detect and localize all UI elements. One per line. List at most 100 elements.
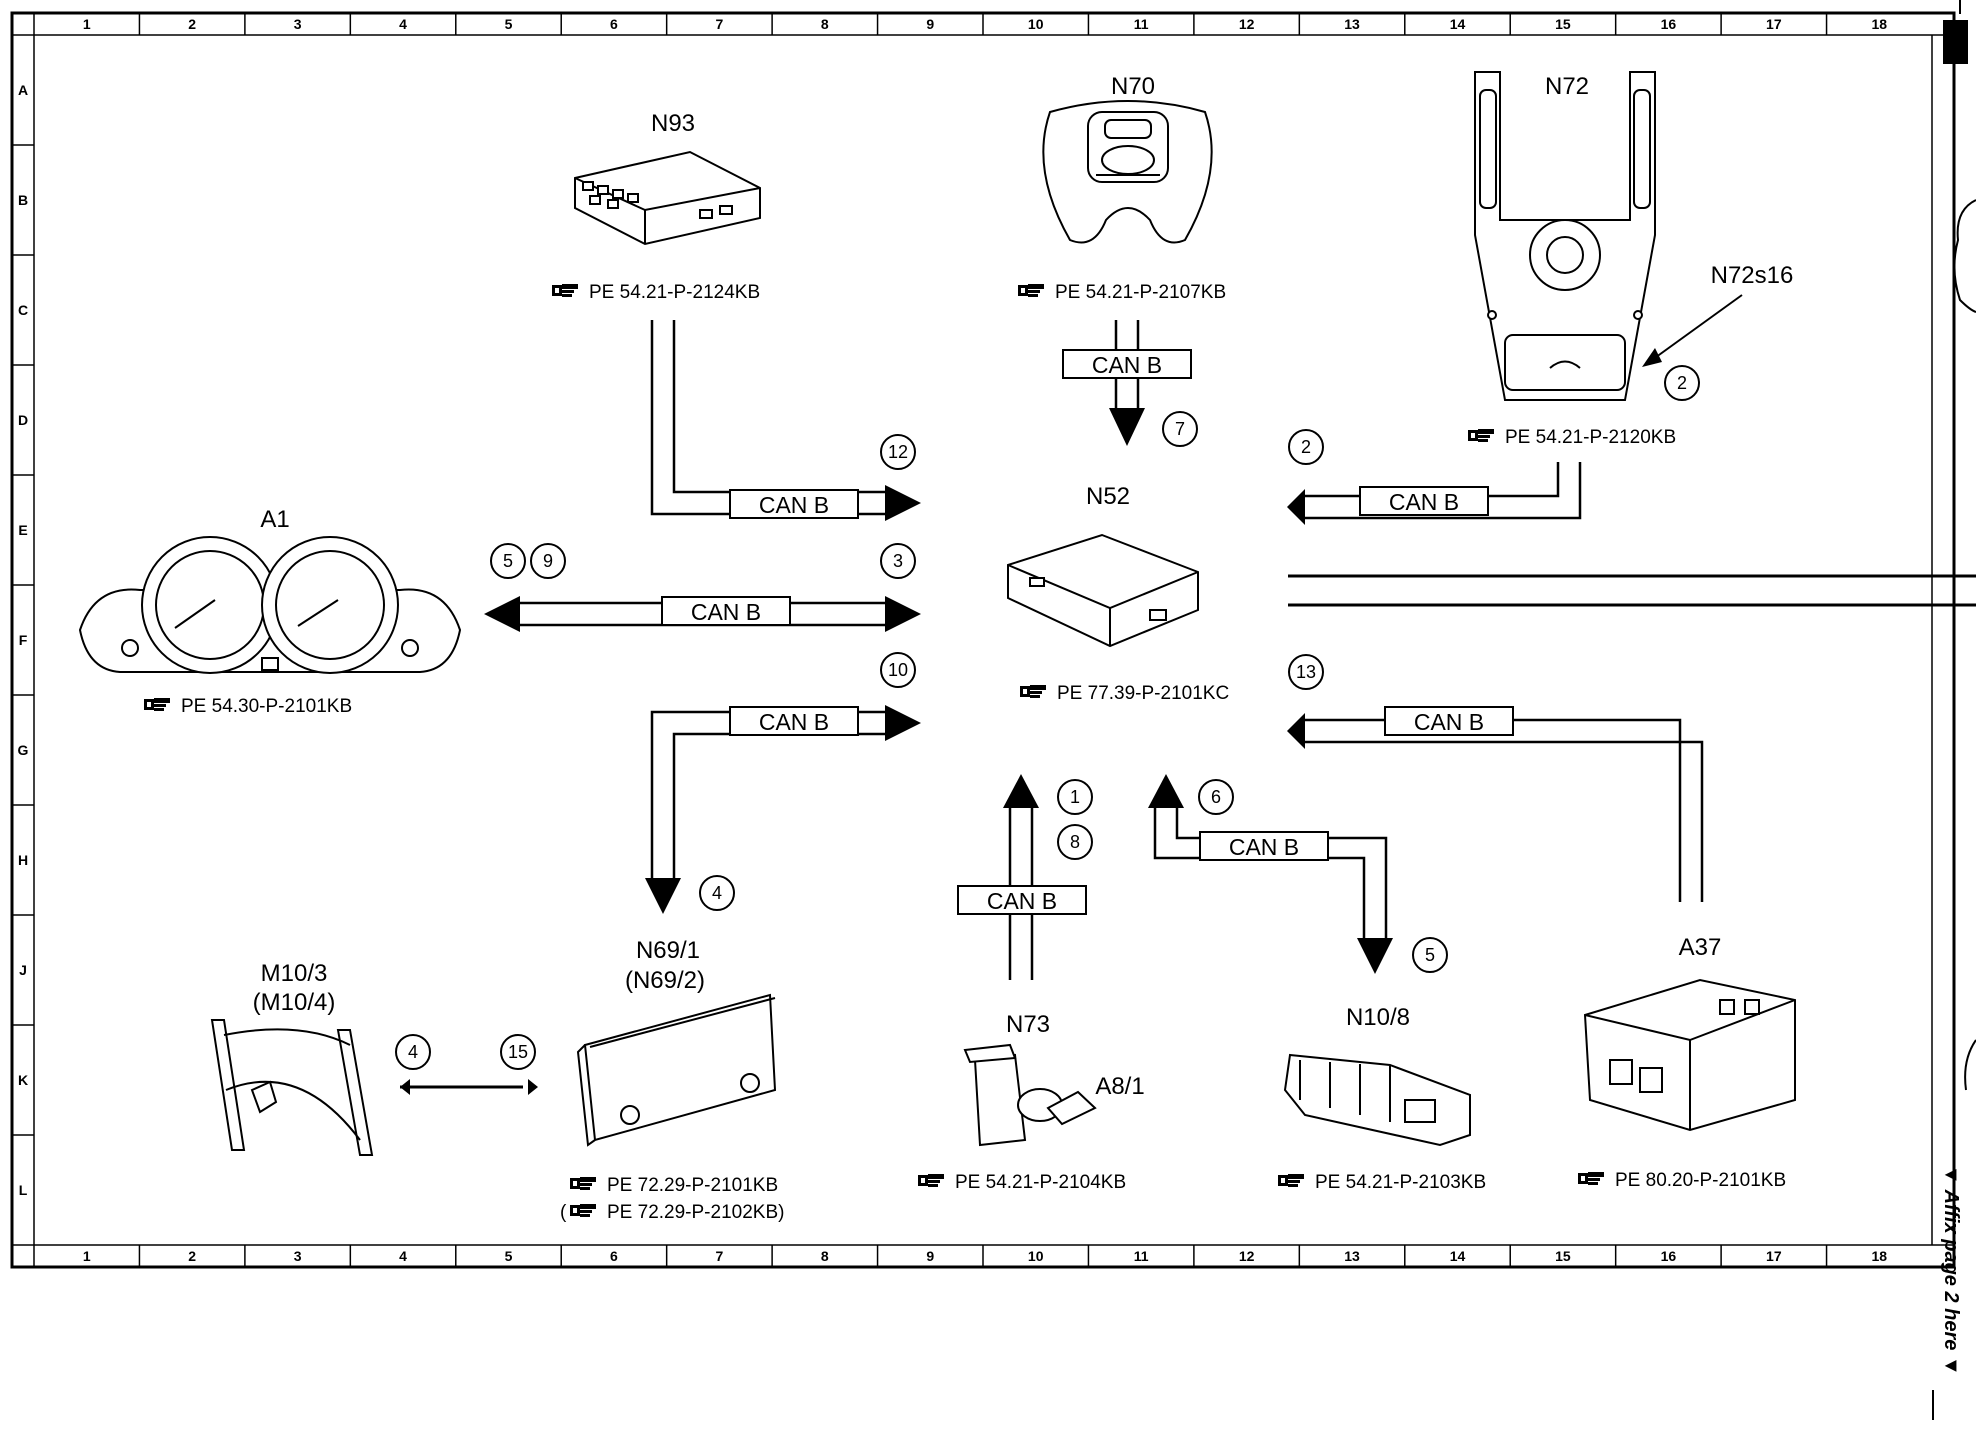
ref-n69: PE 72.29-P-2101KB <box>607 1175 778 1196</box>
label-a37: A37 <box>1679 934 1722 961</box>
can-label-n69: CAN B <box>759 709 829 735</box>
label-n69: N69/1 <box>636 937 700 964</box>
ref-n52: PE 77.39-P-2101KC <box>1057 683 1229 704</box>
marker-10: 10 <box>888 660 908 680</box>
column-ticks <box>138 13 1828 1267</box>
can-label-n10: CAN B <box>1229 834 1299 860</box>
marker-13: 13 <box>1296 662 1316 682</box>
label-a1: A1 <box>260 506 289 533</box>
column-label-bottom: 10 <box>1028 1248 1044 1264</box>
ref-n93: PE 54.21-P-2124KB <box>589 282 760 303</box>
marker-9: 9 <box>543 551 553 571</box>
column-label-top: 14 <box>1450 16 1466 32</box>
label-n70: N70 <box>1111 73 1155 100</box>
n93-module-drawing <box>574 150 761 246</box>
n73-switch-drawing <box>963 1043 1097 1147</box>
ref-hand-icon <box>918 1174 944 1187</box>
column-label-bottom: 3 <box>294 1248 302 1264</box>
ref-hand-icon <box>1278 1174 1304 1187</box>
affix-note: ▼ Affix page 2 here ▼ <box>1940 1165 1962 1376</box>
ref-a37: PE 80.20-P-2101KB <box>1615 1170 1786 1191</box>
can-label-n70: CAN B <box>1092 352 1162 378</box>
label-a8-1: A8/1 <box>1095 1073 1144 1100</box>
row-label: K <box>18 1072 28 1088</box>
row-label: D <box>18 412 28 428</box>
marker-5-n10: 5 <box>1425 945 1435 965</box>
column-label-top: 16 <box>1661 16 1677 32</box>
column-label-bottom: 17 <box>1766 1248 1782 1264</box>
row-label: J <box>19 962 27 978</box>
column-label-top: 10 <box>1028 16 1044 32</box>
column-label-bottom: 4 <box>399 1248 407 1264</box>
can-label-boxes <box>661 349 1514 915</box>
row-label: E <box>18 522 27 538</box>
n72s16-leader <box>1651 294 1743 361</box>
column-label-bottom: 9 <box>926 1248 934 1264</box>
column-label-bottom: 1 <box>83 1248 91 1264</box>
label-m10-alt: (M10/4) <box>253 989 336 1016</box>
marker-4-n69: 4 <box>712 883 722 903</box>
column-label-bottom: 13 <box>1344 1248 1360 1264</box>
column-label-bottom: 12 <box>1239 1248 1255 1264</box>
can-label-a37: CAN B <box>1414 709 1484 735</box>
marker-5-a1: 5 <box>503 551 513 571</box>
n69-module-drawing <box>576 993 777 1147</box>
n10-module-drawing <box>1283 1053 1471 1147</box>
marker-6: 6 <box>1211 787 1221 807</box>
a37-module-drawing <box>1583 978 1796 1132</box>
column-label-bottom: 16 <box>1661 1248 1677 1264</box>
ref-hand-icon <box>1468 429 1494 442</box>
n72-console-drawing <box>1474 71 1656 401</box>
ref-n70: PE 54.21-P-2107KB <box>1055 282 1226 303</box>
label-n73: N73 <box>1006 1011 1050 1038</box>
marker-4-m10: 4 <box>408 1042 418 1062</box>
column-label-top: 7 <box>715 16 723 32</box>
ref-n73: PE 54.21-P-2104KB <box>955 1172 1126 1193</box>
can-label-a1: CAN B <box>691 599 761 625</box>
row-label: C <box>18 302 28 318</box>
can-label-n73: CAN B <box>987 888 1057 914</box>
label-m10: M10/3 <box>261 960 328 987</box>
column-label-top: 6 <box>610 16 618 32</box>
label-n10: N10/8 <box>1346 1004 1410 1031</box>
row-label: L <box>19 1182 28 1198</box>
can-label-n72: CAN B <box>1389 489 1459 515</box>
column-label-bottom: 2 <box>188 1248 196 1264</box>
can-label-n93: CAN B <box>759 492 829 518</box>
column-label-top: 4 <box>399 16 407 32</box>
ref-n72: PE 54.21-P-2120KB <box>1505 427 1676 448</box>
column-label-top: 5 <box>505 16 513 32</box>
column-label-top: 11 <box>1134 16 1149 32</box>
ref-hand-icon <box>570 1204 596 1217</box>
ref-hand-icon <box>570 1177 596 1190</box>
column-label-bottom: 8 <box>821 1248 829 1264</box>
marker-2-n72s16: 2 <box>1677 373 1687 393</box>
corner-mark <box>1943 20 1968 64</box>
n70-panel-drawing <box>1042 100 1213 244</box>
column-label-top: 12 <box>1239 16 1255 32</box>
column-label-bottom: 6 <box>610 1248 618 1264</box>
row-label: H <box>18 852 28 868</box>
arrowheads <box>400 408 1393 1095</box>
column-label-bottom: 7 <box>715 1248 723 1264</box>
column-label-bottom: 11 <box>1134 1248 1149 1264</box>
n72s16-leader-arrowhead <box>1642 348 1662 367</box>
label-n93: N93 <box>651 110 695 137</box>
a1-cluster-drawing <box>78 536 462 674</box>
edge-clip-lower-drawing <box>1964 1039 1976 1091</box>
marker-circles <box>395 365 1700 1070</box>
marker-15: 15 <box>508 1042 528 1062</box>
label-n52: N52 <box>1086 483 1130 510</box>
column-label-top: 15 <box>1555 16 1571 32</box>
ref-n10: PE 54.21-P-2103KB <box>1315 1172 1486 1193</box>
column-label-top: 2 <box>188 16 196 32</box>
row-label: F <box>19 632 28 648</box>
column-label-top: 18 <box>1871 16 1887 32</box>
row-label: G <box>18 742 29 758</box>
column-label-bottom: 18 <box>1871 1248 1887 1264</box>
label-n69-alt: (N69/2) <box>625 967 705 994</box>
edge-clip-drawing <box>1953 199 1976 313</box>
